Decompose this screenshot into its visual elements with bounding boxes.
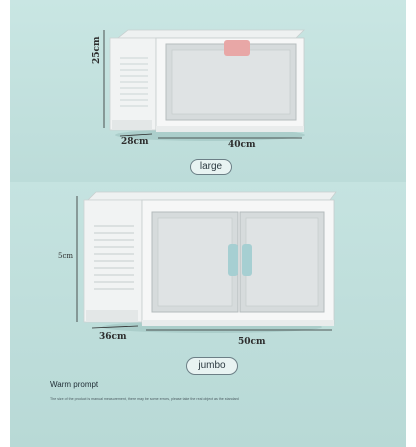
small-box-lid (116, 29, 305, 39)
big-box-base-left (86, 310, 138, 322)
big-box-height-label: 5cm (58, 252, 74, 260)
big-box-right-door-inner (245, 217, 319, 307)
small-box-side-vents (120, 57, 148, 107)
warm-prompt-title: Warm prompt (50, 380, 99, 389)
big-box-side-vents (94, 225, 134, 290)
small-box-pink-handle (224, 40, 250, 56)
small-box-depth-label: 28cm (121, 137, 149, 147)
big-box-width-label: 50cm (238, 337, 266, 347)
big-box-base-front (142, 320, 334, 326)
big-box-dimension-lines (76, 196, 332, 331)
small-box-dimension-lines (103, 30, 302, 139)
big-box-lid (87, 191, 337, 201)
big-box-size-name: jumbo (186, 357, 238, 375)
small-box-height-label: 25cm (92, 36, 102, 64)
small-box-width-label: 40cm (228, 140, 256, 150)
small-box-base-front (156, 126, 304, 132)
small-box-size-name: large (190, 159, 232, 175)
big-box-left-door-inner (157, 217, 233, 307)
big-box-left-handle (228, 244, 238, 276)
big-box-depth-label: 36cm (99, 332, 127, 342)
small-box-door-inner (171, 49, 291, 115)
big-box-right-handle (242, 244, 252, 276)
small-box-side (109, 37, 157, 131)
warm-prompt-text: The size of the product is manual measur… (50, 397, 239, 401)
small-box-base-left (112, 120, 152, 130)
